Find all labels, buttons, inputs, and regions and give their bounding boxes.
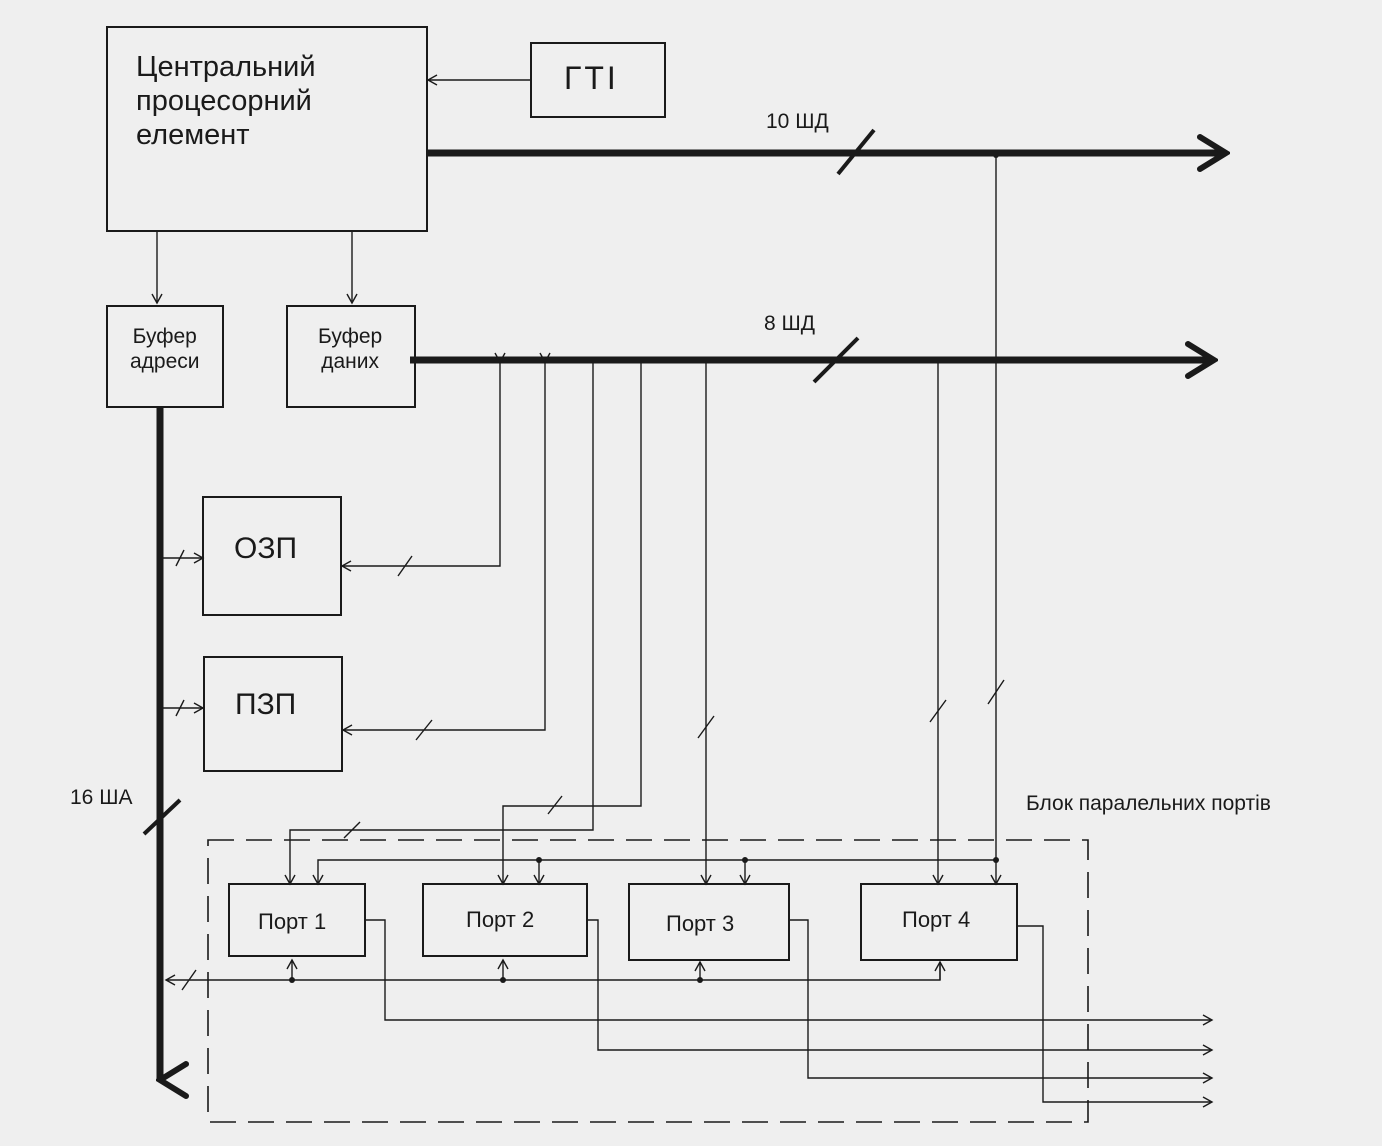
junction-dot (742, 857, 748, 863)
junction-dot (993, 857, 999, 863)
cpu-block: Центральний процесорний елемент (106, 26, 428, 232)
junction-dot (697, 977, 703, 983)
data-bus-to-port4-tick (929, 699, 947, 723)
junction-dot (289, 977, 295, 983)
data-bus-tick (812, 336, 860, 384)
addr-to-ram-tick (175, 549, 185, 567)
port4-label: Порт 4 (902, 907, 971, 932)
rom-label: ПЗП (235, 688, 297, 721)
port1-block: Порт 1 (228, 883, 366, 957)
junction-dot (993, 152, 999, 158)
port-block-label: Блок паралельних портів (1026, 792, 1271, 815)
junction-dot (500, 977, 506, 983)
data-bus-to-rom (341, 352, 551, 736)
address-to-ports-tick (181, 969, 197, 991)
port3-label: Порт 3 (666, 911, 735, 936)
junction-dot (536, 857, 542, 863)
address-bus-tick (142, 798, 182, 836)
address-bus-label: 16 ША (70, 786, 133, 809)
control-distribution-line (312, 859, 996, 886)
port1-label: Порт 1 (258, 909, 327, 934)
data-bus-to-port3-tick (697, 715, 715, 739)
port3-output (790, 919, 1214, 1084)
port1-output (366, 919, 1214, 1026)
data-bus-to-port2-tick (547, 795, 563, 815)
address-buffer-block: Буфер адреси (106, 305, 224, 408)
data-bus-to-rom-tick (415, 719, 433, 741)
control-bus-label: 10 ШД (766, 110, 829, 133)
port4-block: Порт 4 (860, 883, 1018, 961)
data-buffer-block: Буфер даних (286, 305, 416, 408)
clock-generator-block: ГТІ (530, 42, 666, 118)
port4-output (1018, 925, 1214, 1108)
port-block-boundary (207, 839, 1089, 1123)
data-bus-to-port2 (497, 362, 642, 886)
data-buffer-label: Буфер даних (318, 325, 383, 373)
port2-label: Порт 2 (466, 907, 535, 932)
rom-block: ПЗП (203, 656, 343, 772)
address-to-ports-line (164, 962, 941, 986)
data-bus-to-port1-tick (343, 821, 361, 839)
cpu-label: Центральний процесорний елемент (136, 51, 316, 152)
data-bus-to-port1 (284, 362, 594, 886)
address-buffer-label: Буфер адреси (130, 325, 200, 373)
clock-generator-label: ГТІ (564, 60, 619, 96)
ram-block: ОЗП (202, 496, 342, 616)
data-bus-label: 8 ШД (764, 312, 815, 335)
port2-block: Порт 2 (422, 883, 588, 957)
port2-output (588, 919, 1214, 1056)
port3-block: Порт 3 (628, 883, 790, 961)
control-bus-drop-tick (987, 679, 1005, 705)
control-bus-tick (836, 128, 876, 176)
ram-label: ОЗП (234, 532, 298, 565)
addr-to-rom-tick (175, 699, 185, 717)
